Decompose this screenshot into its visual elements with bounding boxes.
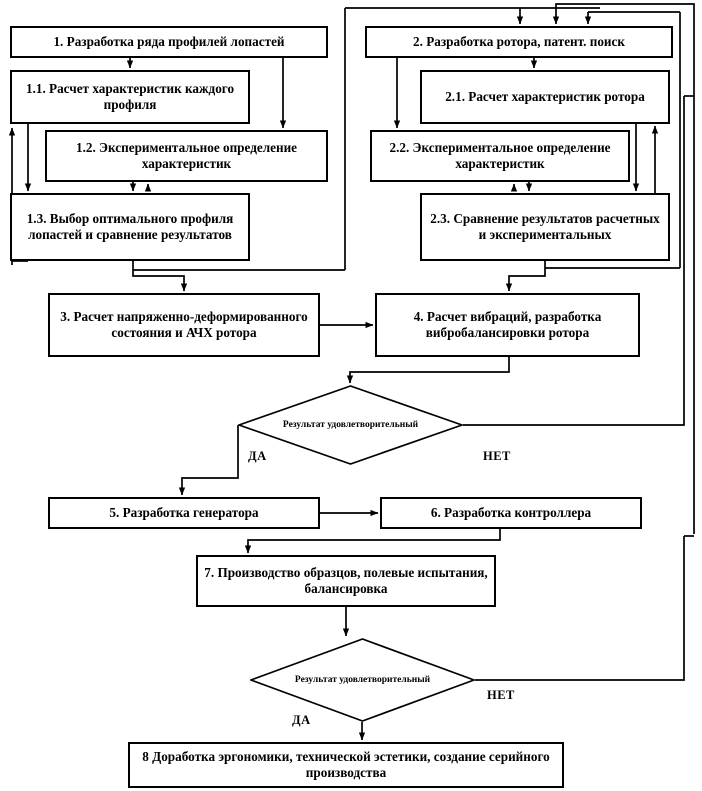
- decision-2-shape: [250, 638, 475, 722]
- node-3-label: 3. Расчет напряженно-деформированного со…: [60, 308, 308, 340]
- node-5-label: 5. Разработка генератора: [109, 504, 259, 520]
- node-1-3[interactable]: 1.3. Выбор оптимального профиля лопастей…: [10, 193, 250, 261]
- edge-label-yes-2: ДА: [292, 713, 311, 727]
- node-6-label: 6. Разработка контроллера: [430, 504, 592, 520]
- node-2-label: 2. Разработка ротора, патент. поиск: [413, 33, 625, 49]
- node-6[interactable]: 6. Разработка контроллера: [380, 497, 642, 529]
- node-8-label: 8 Доработка эргономики, технической эсте…: [142, 748, 550, 780]
- decision-2[interactable]: Результат удовлетворительный: [250, 638, 475, 722]
- node-2[interactable]: 2. Разработка ротора, патент. поиск: [365, 26, 673, 58]
- decision-1-shape: [238, 385, 463, 465]
- edge-label-yes-1: ДА: [248, 449, 267, 463]
- node-2-3-label: 2.3. Сравнение результатов расчетных и э…: [430, 210, 660, 242]
- node-1-2[interactable]: 1.2. Экспериментальное определение харак…: [45, 130, 328, 182]
- node-5[interactable]: 5. Разработка генератора: [48, 497, 320, 529]
- decision-1[interactable]: Результат удовлетворительный: [238, 385, 463, 465]
- node-1-2-label: 1.2. Экспериментальное определение харак…: [75, 139, 298, 171]
- node-2-1-label: 2.1. Расчет характеристик ротора: [445, 88, 645, 104]
- node-7[interactable]: 7. Производство образцов, полевые испыта…: [196, 555, 496, 607]
- node-2-2-label: 2.2. Экспериментальное определение харак…: [389, 139, 611, 171]
- node-8[interactable]: 8 Доработка эргономики, технической эсте…: [128, 742, 564, 788]
- node-7-label: 7. Производство образцов, полевые испыта…: [204, 564, 488, 596]
- node-1-1[interactable]: 1.1. Расчет характеристик каждого профил…: [10, 70, 250, 124]
- node-4-label: 4. Расчет вибраций, разработка вибробала…: [413, 308, 602, 340]
- edge-label-no-1: НЕТ: [483, 449, 511, 463]
- node-1-1-label: 1.1. Расчет характеристик каждого профил…: [25, 80, 235, 112]
- edge-label-no-2: НЕТ: [487, 688, 515, 702]
- node-1-3-label: 1.3. Выбор оптимального профиля лопастей…: [26, 210, 234, 242]
- node-1[interactable]: 1. Разработка ряда профилей лопастей: [10, 26, 328, 58]
- node-3[interactable]: 3. Расчет напряженно-деформированного со…: [48, 293, 320, 357]
- node-4[interactable]: 4. Расчет вибраций, разработка вибробала…: [375, 293, 640, 357]
- node-2-3[interactable]: 2.3. Сравнение результатов расчетных и э…: [420, 193, 670, 261]
- node-2-2[interactable]: 2.2. Экспериментальное определение харак…: [370, 130, 630, 182]
- node-2-1[interactable]: 2.1. Расчет характеристик ротора: [420, 70, 670, 124]
- node-1-label: 1. Разработка ряда профилей лопастей: [53, 33, 285, 49]
